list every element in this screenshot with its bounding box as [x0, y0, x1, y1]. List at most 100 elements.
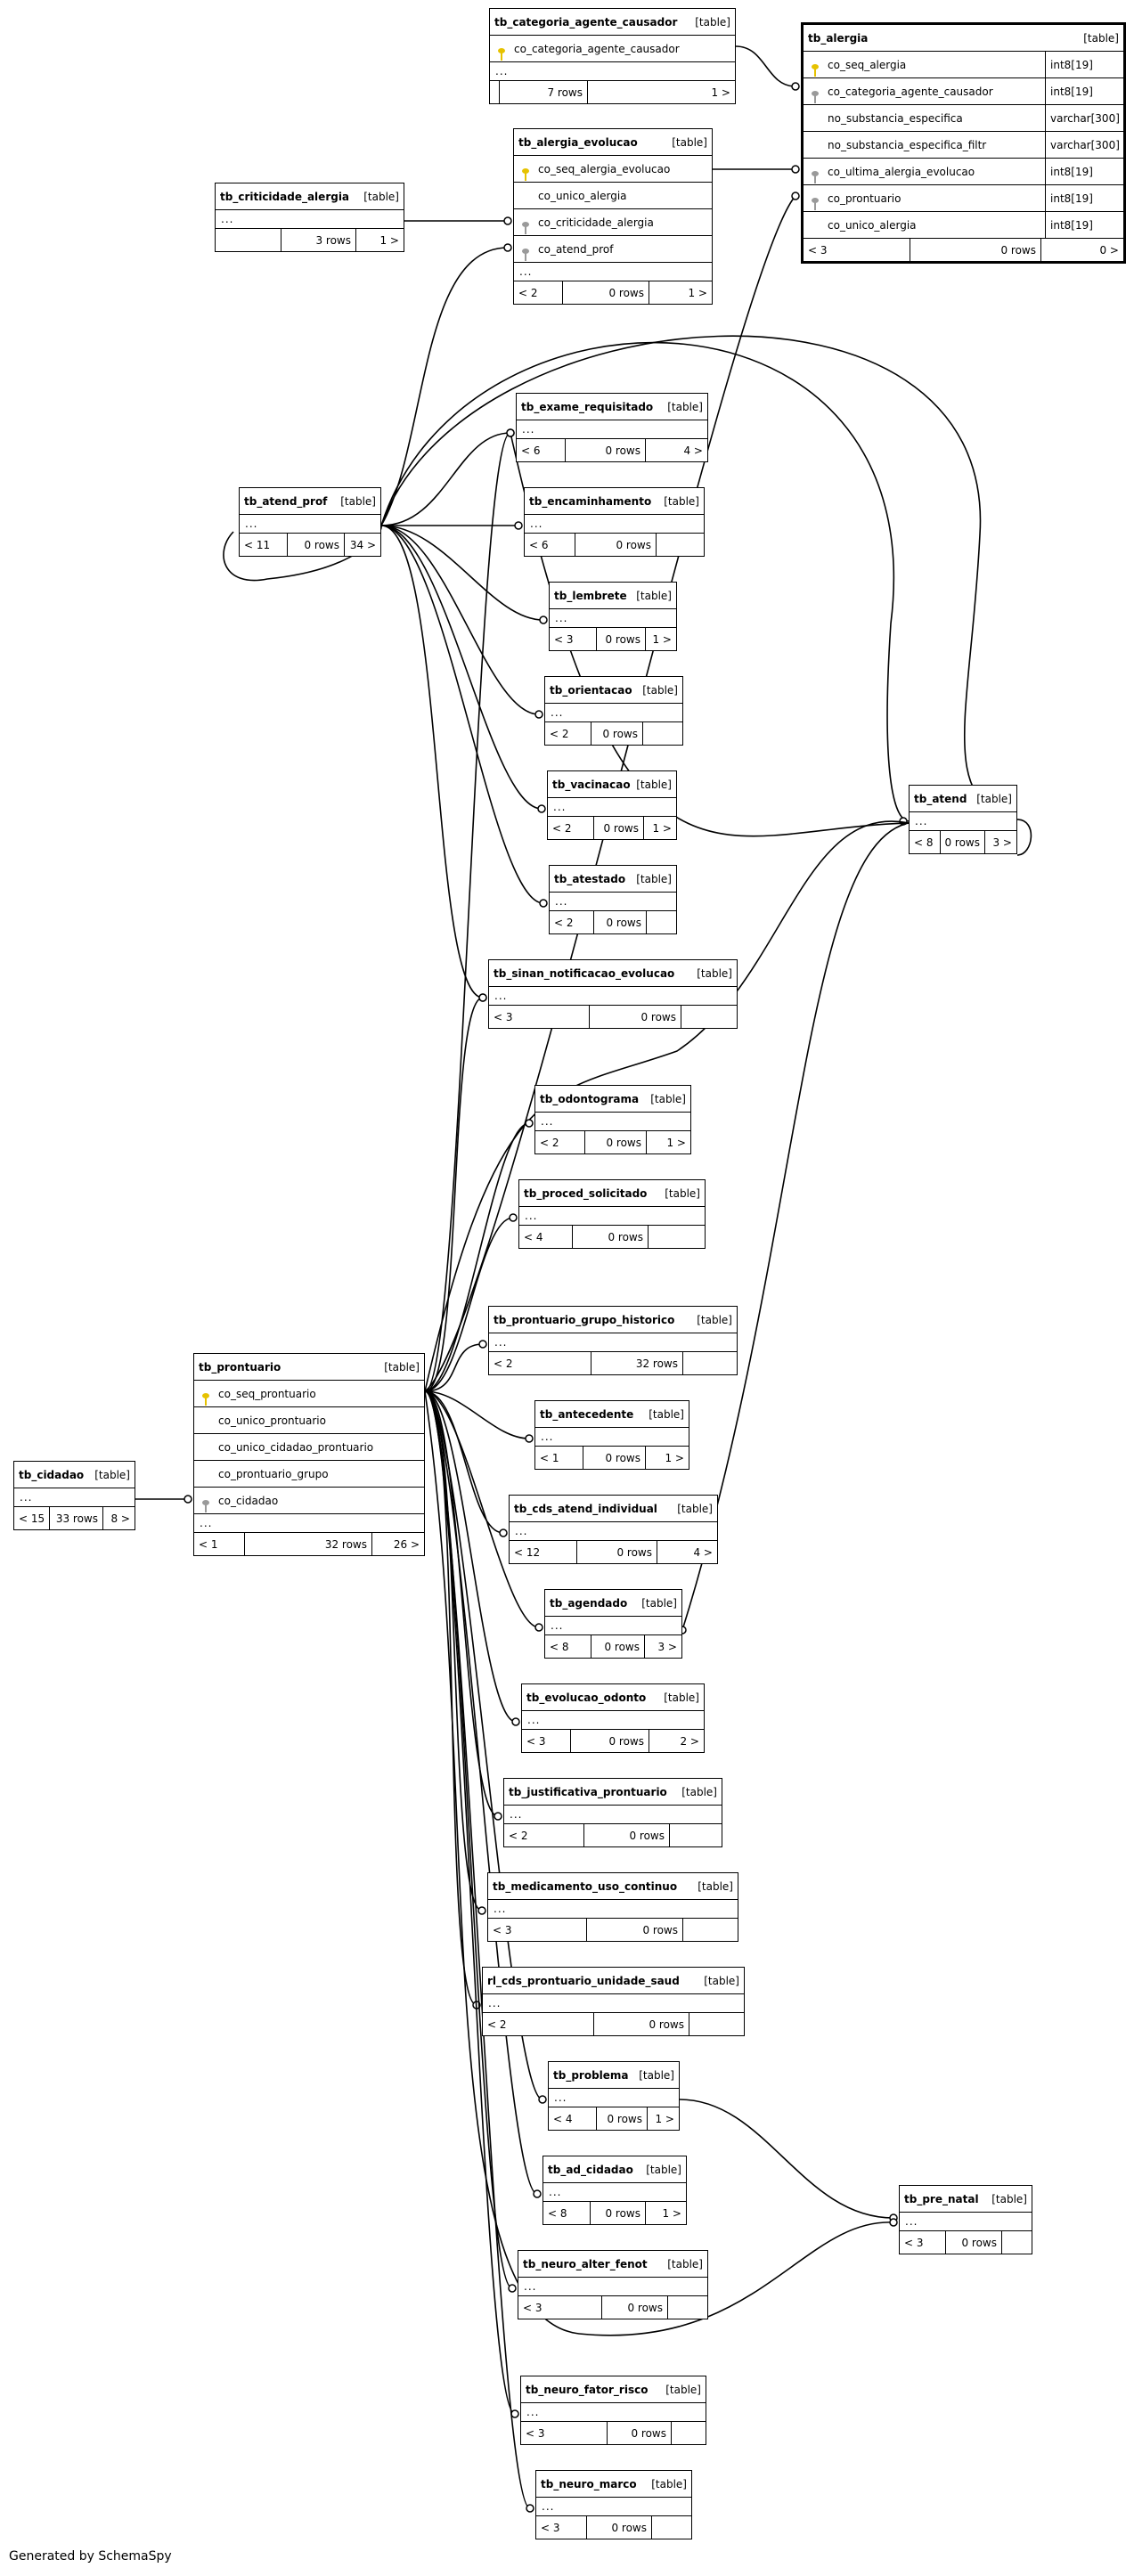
table-tb-sinan-notificacao-evolucao[interactable]: tb_sinan_notificacao_evolucao[table]...<…	[488, 959, 738, 1029]
column-type: int8[19]	[1045, 52, 1123, 77]
more-columns-ellipsis: ...	[522, 1711, 704, 1730]
table-type-tag: [table]	[649, 1407, 684, 1421]
column-row[interactable]: co_seq_prontuario	[194, 1381, 424, 1407]
table-type-tag: [table]	[664, 1691, 699, 1704]
parents-count: < 3	[550, 628, 597, 650]
column-label: no_substancia_especifica_filtr	[828, 138, 987, 151]
table-rl-cds-prontuario-unidade-saud[interactable]: rl_cds_prontuario_unidade_saud[table]...…	[482, 1967, 745, 2036]
more-columns-ellipsis: ...	[519, 1207, 705, 1226]
more-columns-ellipsis: ...	[550, 609, 676, 628]
column-row[interactable]: co_prontuario_grupo	[194, 1461, 424, 1488]
column-name: co_seq_alergia	[804, 59, 1045, 77]
parents-count: < 2	[545, 722, 591, 745]
more-columns-ellipsis: ...	[216, 210, 404, 229]
more-columns-ellipsis: ...	[490, 62, 735, 81]
table-tb-prontuario-grupo-historico[interactable]: tb_prontuario_grupo_historico[table]...<…	[488, 1306, 738, 1375]
column-label: co_unico_prontuario	[218, 1414, 326, 1427]
table-type-tag: [table]	[672, 135, 707, 149]
column-name: co_categoria_agente_causador	[490, 43, 735, 61]
table-header: tb_cidadao[table]	[14, 1462, 135, 1488]
table-tb-medicamento-uso-continuo[interactable]: tb_medicamento_uso_continuo[table]...< 3…	[487, 1872, 738, 1942]
column-label: co_categoria_agente_causador	[828, 85, 993, 98]
foreign-key-icon	[521, 248, 530, 263]
column-row[interactable]: co_categoria_agente_causador	[490, 36, 735, 62]
column-row[interactable]: co_unico_alergia	[514, 183, 712, 209]
table-type-tag: [table]	[646, 2163, 681, 2176]
column-row[interactable]: no_substancia_especifica_filtr varchar[30…	[804, 132, 1123, 159]
relationship-edge	[424, 1390, 513, 2289]
relationship-edge	[424, 1390, 538, 2195]
column-type: varchar[300]	[1045, 132, 1123, 158]
foreign-key-icon	[811, 197, 820, 212]
relationship-edge	[681, 822, 910, 1631]
row-count: 33 rows	[50, 1507, 103, 1529]
table-name: tb_atend	[914, 792, 967, 805]
relationship-edge	[380, 525, 543, 810]
column-label: co_unico_cidadao_prontuario	[218, 1440, 374, 1454]
table-tb-categoria-agente-causador[interactable]: tb_categoria_agente_causador[table]co_ca…	[489, 8, 736, 104]
column-row[interactable]: co_atend_prof	[514, 236, 712, 263]
column-row[interactable]: co_cidadao	[194, 1488, 424, 1514]
relationship-edge	[424, 1217, 514, 1392]
table-tb-justificativa-prontuario[interactable]: tb_justificativa_prontuario[table]...< 2…	[503, 1778, 722, 1847]
column-row[interactable]: co_unico_prontuario	[194, 1407, 424, 1434]
table-header: tb_atend[table]	[910, 786, 1016, 812]
column-row[interactable]: co_criticidade_alergia	[514, 209, 712, 236]
table-name: tb_neuro_fator_risco	[526, 2383, 649, 2396]
column-name: co_unico_prontuario	[194, 1414, 424, 1427]
more-columns-ellipsis: ...	[489, 987, 737, 1006]
table-name: tb_criticidade_alergia	[220, 190, 350, 203]
primary-key-icon	[497, 47, 506, 62]
column-label: co_criticidade_alergia	[538, 216, 654, 229]
column-name: co_unico_alergia	[514, 190, 712, 202]
relationship-end-marker	[533, 2189, 542, 2198]
relationship-end-marker	[791, 82, 800, 91]
parents-count	[490, 81, 500, 103]
foreign-key-icon	[201, 1499, 210, 1514]
row-count: 0 rows	[602, 2296, 668, 2319]
column-row[interactable]: co_unico_cidadao_prontuario	[194, 1434, 424, 1461]
table-type-tag: [table]	[704, 1974, 739, 1987]
row-count: 0 rows	[594, 817, 644, 839]
column-row[interactable]: co_seq_alergia_evolucao	[514, 156, 712, 183]
table-tb-alergia-evolucao[interactable]: tb_alergia_evolucao[table]co_seq_alergia…	[513, 128, 713, 305]
